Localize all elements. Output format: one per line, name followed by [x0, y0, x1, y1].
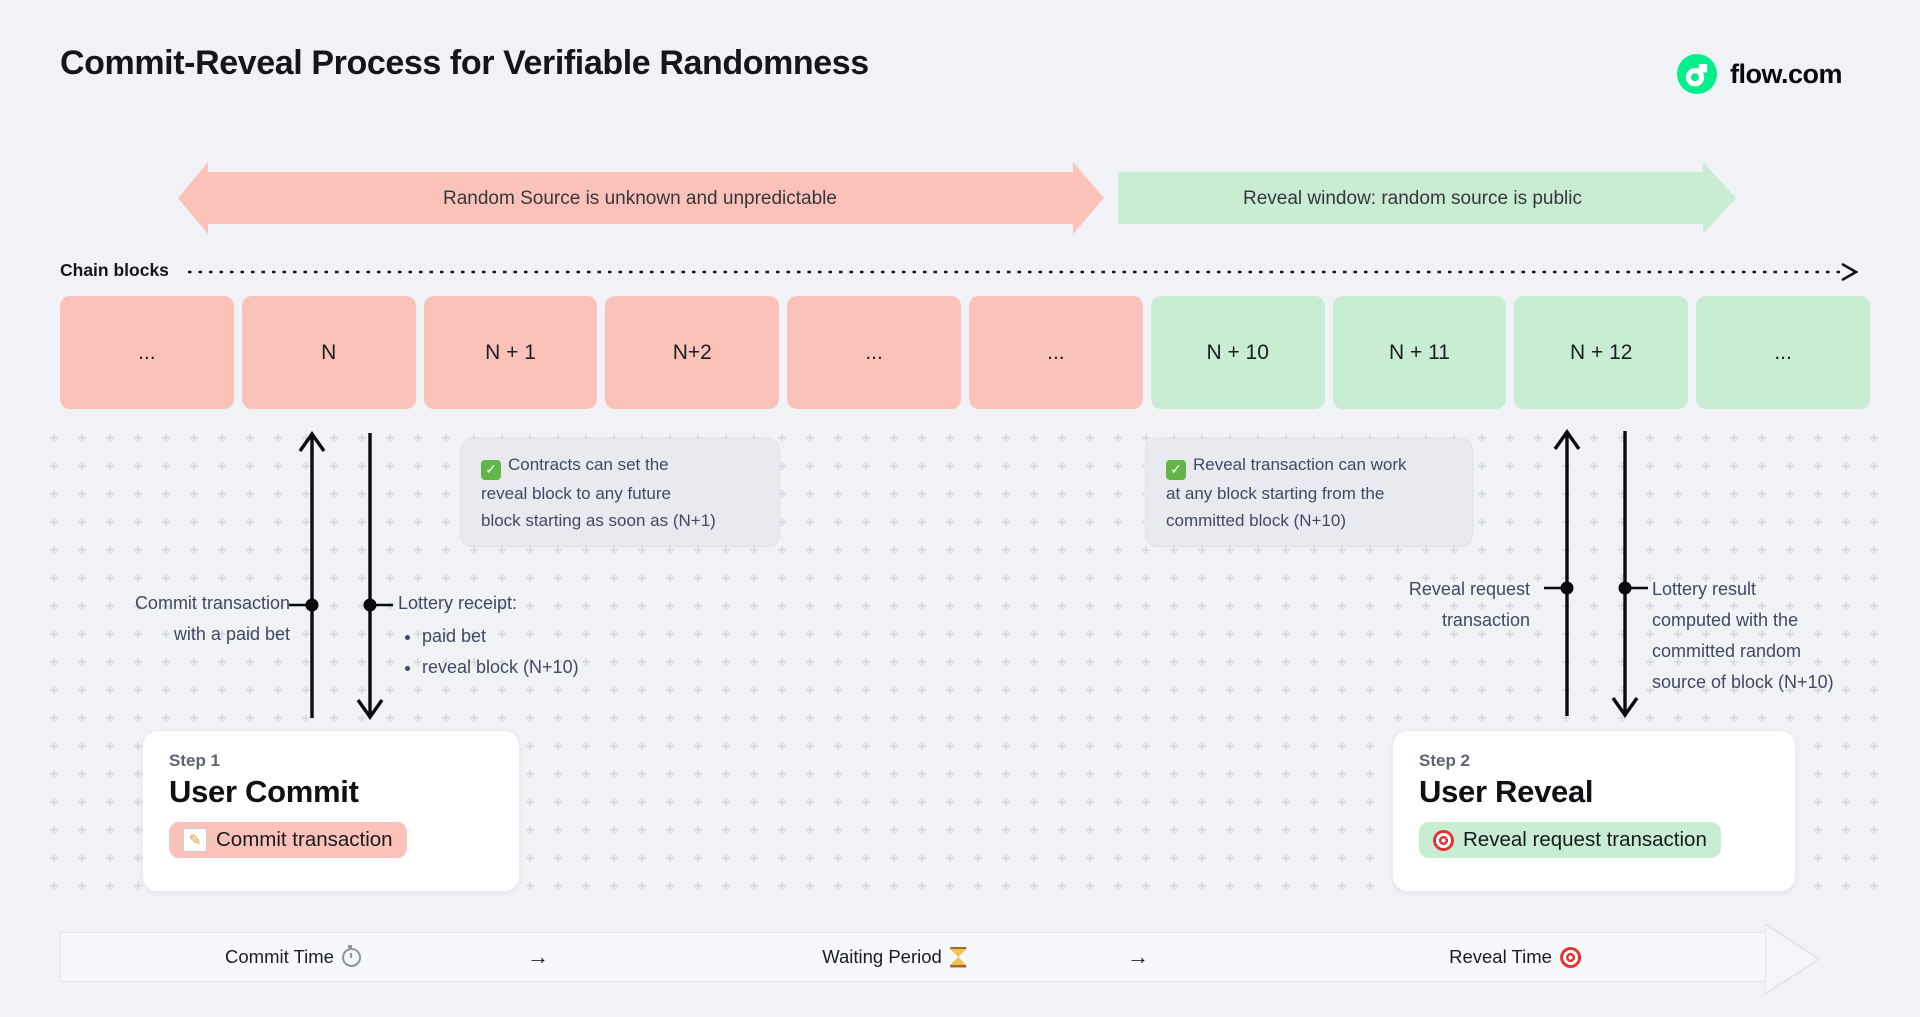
label-line: Commit transaction — [134, 593, 290, 613]
timeline-commit-time: Commit Time — [225, 944, 361, 968]
commit-transaction-up-arrow — [289, 431, 326, 718]
stopwatch-icon — [341, 944, 361, 967]
flow-logo-icon — [1677, 54, 1717, 94]
label-line: Lottery result — [1652, 579, 1757, 599]
page-title: Commit-Reveal Process for Verifiable Ran… — [60, 44, 869, 82]
reveal-request-up-arrow — [1544, 429, 1581, 716]
commit-phase-banner-label: Random Source is unknown and unpredictab… — [443, 188, 837, 209]
timeline-arrow-icon: → — [1127, 944, 1149, 969]
reveal-request-label: Reveal request transaction — [1330, 574, 1530, 636]
label-line: source of block (N+10) — [1652, 672, 1834, 692]
step-label: Step 1 — [169, 751, 221, 770]
memo-icon: ✎ — [183, 828, 207, 852]
target-icon — [1433, 829, 1454, 851]
brand-name: flow.com — [1730, 58, 1843, 89]
bullet-item: reveal block (N+10) — [422, 652, 638, 683]
chain-axis-arrow — [188, 262, 1859, 282]
timeline-label: Waiting Period — [822, 946, 942, 967]
lottery-receipt-down-arrow — [356, 433, 393, 720]
lottery-result-down-arrow — [1611, 431, 1648, 718]
lottery-receipt-label: Lottery receipt: paid bet reveal block (… — [398, 588, 638, 683]
label-line: transaction — [1441, 610, 1530, 630]
commit-phase-arrow — [178, 162, 1104, 234]
commit-transaction-label: Commit transaction with a paid bet — [85, 588, 290, 650]
commit-transaction-pill: ✎ Commit transaction — [169, 822, 407, 858]
step-label: Step 2 — [1419, 751, 1471, 770]
step-title: User Reveal — [1419, 774, 1594, 809]
reveal-phase-banner-label: Reveal window: random source is public — [1243, 188, 1582, 209]
pill-label: Commit transaction — [216, 828, 393, 851]
step-2-card: Step 2 User Reveal Reveal request transa… — [1392, 730, 1796, 892]
label-line: computed with the — [1652, 610, 1799, 630]
note-line: block starting as soon as (N+1) — [481, 510, 716, 530]
chain-block: N + 11 — [1332, 296, 1507, 409]
chain-block: N + 12 — [1514, 296, 1689, 409]
lottery-result-label: Lottery result computed with the committ… — [1652, 574, 1902, 698]
timeline-label: Commit Time — [225, 946, 334, 967]
bullet-item: paid bet — [422, 621, 638, 652]
reveal-note: ✓ Reveal transaction can work at any bloc… — [1145, 438, 1473, 547]
note-line: at any block starting from the — [1166, 483, 1385, 503]
timeline-bar: Commit Time → Waiting Period → Reveal Ti… — [60, 932, 1766, 982]
check-icon: ✓ — [1166, 459, 1186, 480]
note-line: committed block (N+10) — [1166, 510, 1346, 530]
chain-block: N+2 — [605, 296, 780, 409]
timeline-end-chevron — [1765, 923, 1821, 995]
step-title: User Commit — [169, 774, 359, 809]
chain-blocks-row: ... N N + 1 N+2 ... ... N + 10 N + 11 N … — [60, 296, 1870, 409]
label-line: Lottery receipt: — [398, 593, 518, 613]
chain-block: N + 10 — [1150, 296, 1325, 409]
chain-block: N + 1 — [423, 296, 598, 409]
chain-block: ... — [968, 296, 1143, 409]
commit-note: ✓ Contracts can set the reveal block to a… — [460, 438, 780, 547]
chain-block: N — [241, 296, 416, 409]
pill-label: Reveal request transaction — [1463, 828, 1707, 851]
step-1-card: Step 1 User Commit ✎ Commit transaction — [142, 730, 520, 892]
chain-block: ... — [1696, 296, 1870, 409]
label-line: with a paid bet — [173, 624, 290, 644]
target-icon — [1559, 946, 1581, 968]
chain-block: ... — [60, 296, 234, 409]
timeline-waiting-period: Waiting Period — [822, 946, 966, 968]
note-line: Reveal transaction can work — [1193, 455, 1407, 474]
check-icon: ✓ — [481, 459, 501, 480]
timeline-reveal-time: Reveal Time — [1449, 946, 1581, 968]
note-line: Contracts can set the — [508, 455, 669, 474]
brand: flow.com — [1677, 54, 1843, 94]
note-line: reveal block to any future — [481, 483, 671, 503]
chain-blocks-label: Chain blocks — [60, 260, 169, 280]
chain-block: ... — [787, 296, 961, 409]
reveal-phase-arrow — [1118, 162, 1736, 234]
hourglass-icon — [949, 946, 966, 968]
label-line: Reveal request — [1408, 579, 1530, 599]
timeline-label: Reveal Time — [1449, 946, 1552, 967]
reveal-request-pill: Reveal request transaction — [1419, 822, 1721, 858]
timeline-arrow-icon: → — [527, 944, 549, 969]
label-line: committed random — [1652, 641, 1802, 661]
